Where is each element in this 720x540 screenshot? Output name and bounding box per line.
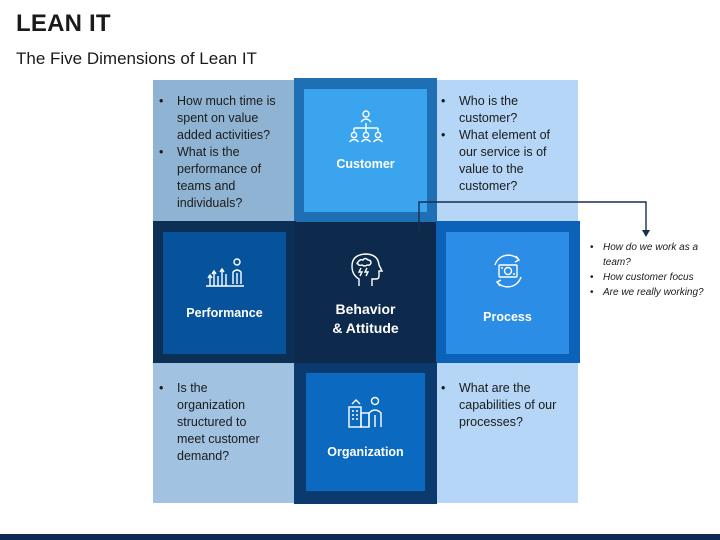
customer-tile: Customer xyxy=(304,89,427,212)
org-chart-icon xyxy=(346,109,386,145)
list-item: Who is the customer? xyxy=(435,93,570,127)
process-tile: Process xyxy=(446,232,569,354)
list-item: How do we work as a team? xyxy=(587,240,705,270)
list-item: Is the organization structured to meet c… xyxy=(153,380,273,465)
top-left-questions: How much time is spent on value added ac… xyxy=(153,93,288,212)
bottom-left-questions: Is the organization structured to meet c… xyxy=(153,380,273,465)
list-item: How much time is spent on value added ac… xyxy=(153,93,288,144)
slide-subtitle: The Five Dimensions of Lean IT xyxy=(16,49,257,68)
behavior-attitude-tile: Behavior & Attitude xyxy=(295,222,436,363)
process-cycle-icon xyxy=(489,252,527,290)
bottom-right-questions: What are the capabilities of our process… xyxy=(435,380,560,431)
list-item: Are we really working? xyxy=(587,285,705,300)
behavior-label-line1: Behavior xyxy=(335,301,396,317)
building-person-icon xyxy=(346,395,386,429)
process-label: Process xyxy=(483,310,532,324)
top-right-questions: Who is the customer? What element of our… xyxy=(435,93,570,195)
bottom-accent-bar xyxy=(0,534,720,540)
performance-tile: Performance xyxy=(163,232,286,354)
head-thinking-icon xyxy=(349,252,383,288)
performance-label: Performance xyxy=(186,306,263,320)
organization-tile: Organization xyxy=(306,373,425,491)
behavior-label-line2: & Attitude xyxy=(332,320,399,336)
organization-label: Organization xyxy=(327,445,404,459)
side-note-questions: How do we work as a team? How customer f… xyxy=(587,240,705,300)
growth-chart-icon xyxy=(204,256,246,288)
list-item: What are the capabilities of our process… xyxy=(435,380,560,431)
list-item: How customer focus xyxy=(587,270,705,285)
list-item: What is the performance of teams and ind… xyxy=(153,144,288,212)
customer-label: Customer xyxy=(336,157,395,171)
slide-title: LEAN IT xyxy=(16,10,111,37)
list-item: What element of our service is of value … xyxy=(435,127,570,195)
